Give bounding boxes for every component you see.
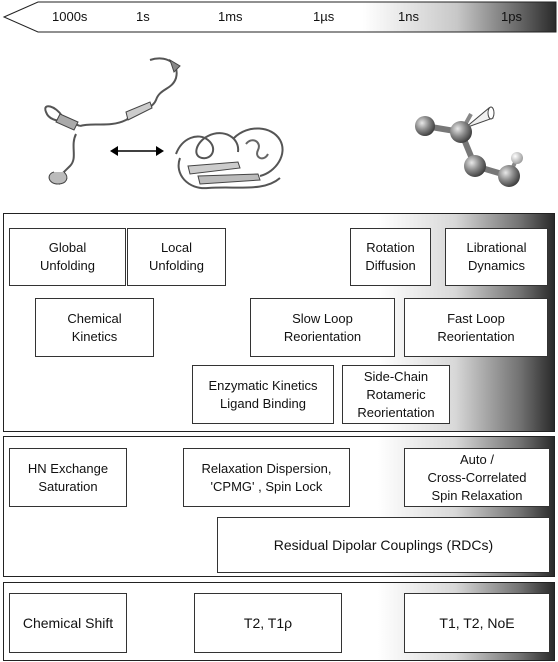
- rotation-diffusion-box: Rotation Diffusion: [350, 228, 431, 286]
- global-unfolding-box: Global Unfolding: [9, 228, 126, 286]
- slow-loop-reorientation-box: Slow Loop Reorientation: [250, 298, 395, 357]
- tick-1ms: 1ms: [218, 9, 243, 24]
- side-chain-molecule-icon: [415, 106, 523, 187]
- t2-t1rho-box: T2, T1ρ: [194, 593, 342, 653]
- relaxation-dispersion-box: Relaxation Dispersion, 'CPMG' , Spin Loc…: [183, 448, 350, 507]
- experiments-panel: HN Exchange Saturation Relaxation Disper…: [3, 436, 555, 577]
- tick-1s: 1s: [136, 9, 150, 24]
- observables-panel: Chemical Shift T2, T1ρ T1, T2, NoE: [3, 582, 555, 661]
- side-chain-reorientation-box: Side-Chain Rotameric Reorientation: [342, 365, 450, 424]
- chemical-kinetics-box: Chemical Kinetics: [35, 298, 154, 357]
- timescale-arrow: [2, 1, 557, 33]
- tick-1us: 1µs: [313, 9, 335, 24]
- local-unfolding-box: Local Unfolding: [127, 228, 226, 286]
- unfolded-protein-icon: [44, 57, 181, 185]
- enzymatic-kinetics-box: Enzymatic Kinetics Ligand Binding: [192, 365, 334, 424]
- fast-loop-reorientation-box: Fast Loop Reorientation: [404, 298, 548, 357]
- motions-panel: Global Unfolding Local Unfolding Rotatio…: [3, 213, 555, 432]
- tick-1000s: 1000s: [52, 9, 88, 24]
- tick-1ps: 1ps: [501, 9, 522, 24]
- chemical-shift-box: Chemical Shift: [9, 593, 127, 653]
- librational-dynamics-box: Librational Dynamics: [445, 228, 548, 286]
- t1-t2-noe-box: T1, T2, NoE: [404, 593, 550, 653]
- hn-exchange-box: HN Exchange Saturation: [9, 448, 127, 507]
- double-arrow-icon: [110, 146, 164, 156]
- rdc-box: Residual Dipolar Couplings (RDCs): [217, 517, 550, 573]
- tick-1ns: 1ns: [398, 9, 419, 24]
- auto-cross-correlated-box: Auto / Cross-Correlated Spin Relaxation: [404, 448, 550, 507]
- folded-protein-icon: [175, 127, 284, 190]
